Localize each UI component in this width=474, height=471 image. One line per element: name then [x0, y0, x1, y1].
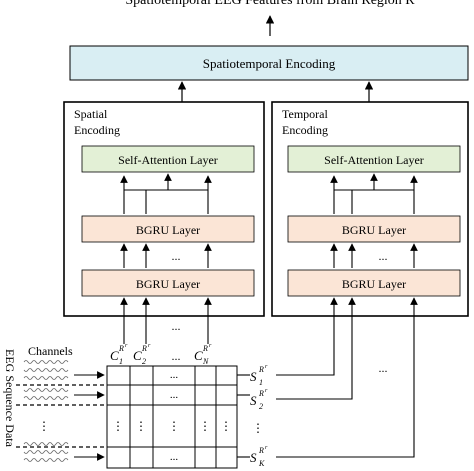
row-label-1-sub: 1: [259, 378, 263, 387]
temporal-bgru-dots: ...: [379, 249, 388, 263]
spatial-bgru-upper-label: BGRU Layer: [136, 223, 200, 237]
eeg-wave-rowkb: [23, 450, 69, 454]
column-label-dots: ...: [172, 349, 181, 363]
spatial-self-attention-label: Self-Attention Layer: [118, 153, 218, 167]
spatial-encoding-module: Spatial Encoding Self-Attention Layer BG…: [63, 101, 265, 317]
matrix-vdots-4: ⋮: [199, 419, 211, 433]
column-label-n-sup: R: [202, 344, 208, 353]
matrix-rowk-dots: ...: [170, 451, 179, 463]
row-label-1-base: S: [250, 369, 257, 384]
spatial-bgru-upper: [81, 215, 255, 243]
input-matrix: [106, 365, 238, 469]
temporal-bgru-lower-label: BGRU Layer: [342, 277, 406, 291]
column-label-1-base: C: [110, 348, 119, 363]
eeg-wave-row1a: [23, 360, 69, 364]
temporal-self-attention-layer: [287, 145, 461, 173]
eeg-dashed-separators: [16, 384, 107, 448]
output-caption: Spatiotemporal EEG Features from Brain R…: [125, 0, 415, 8]
temporal-title-line1: Temporal: [282, 107, 328, 121]
temporal-encoding-module: Temporal Encoding Self-Attention Layer B…: [271, 101, 469, 317]
eeg-wave-rowkc: [23, 458, 69, 462]
row-label-1: S 1 R r: [250, 364, 268, 387]
temporal-bgru-lower: [287, 269, 461, 297]
matrix-row1-dots: ...: [170, 369, 179, 381]
column-label-2: C 2 R r: [133, 343, 151, 366]
row-label-2-sup: R: [258, 389, 264, 398]
row-label-vdots: ⋮: [252, 421, 264, 435]
channels-label: Channels: [28, 344, 73, 358]
row-label-2-supsup: r: [265, 388, 268, 394]
spatial-bgru-dots: ...: [172, 249, 181, 263]
temporal-encoding-frame: [271, 101, 469, 317]
row-label-k-base: S: [250, 450, 257, 465]
column-label-1-sub: 1: [119, 357, 123, 366]
eeg-wave-row1c: [23, 376, 69, 380]
row-label-2-sub: 2: [259, 402, 263, 411]
matrix-border: [106, 365, 238, 469]
eeg-wave-rowka: [23, 442, 69, 446]
spatial-title-line2: Encoding: [74, 123, 120, 137]
column-label-n-supsup: r: [209, 343, 212, 349]
column-label-1: C 1 R r: [110, 343, 128, 366]
eeg-wave-row1b: [23, 368, 69, 372]
row-label-2: S 2 R r: [250, 388, 268, 411]
column-label-2-base: C: [133, 348, 142, 363]
matrix-vdots-1: ⋮: [112, 419, 124, 433]
row-label-k: S K R r: [250, 445, 268, 468]
eeg-wave-row2b: [23, 396, 69, 400]
column-label-1-supsup: r: [125, 343, 128, 349]
channel-arrow-dots: ...: [172, 319, 181, 333]
matrix-vdots-3: ⋮: [168, 419, 180, 433]
row-label-1-supsup: r: [265, 364, 268, 370]
matrix-row2-dots: ...: [170, 389, 179, 401]
temporal-bgru-upper-label: BGRU Layer: [342, 223, 406, 237]
matrix-vdots-2: ⋮: [135, 419, 147, 433]
spatial-bgru-lower: [81, 269, 255, 297]
rowk-to-temporal-arrow: [276, 297, 418, 458]
row-label-1-sup: R: [258, 365, 264, 374]
column-label-1-sup: R: [118, 344, 124, 353]
spatial-bgru-lower-label: BGRU Layer: [136, 277, 200, 291]
eeg-sequence-label: EEG Sequence Data: [3, 349, 17, 448]
row-label-k-sup: R: [258, 446, 264, 455]
temporal-bgru-upper: [287, 215, 461, 243]
row2-to-temporal-arrow: [276, 297, 356, 400]
column-label-n: C N R r: [194, 343, 212, 366]
eeg-vdots: ⋮: [38, 419, 50, 433]
column-label-n-base: C: [194, 348, 203, 363]
column-label-2-sub: 2: [142, 357, 146, 366]
column-label-n-sub: N: [202, 357, 209, 366]
eeg-waveforms: [23, 360, 69, 462]
column-label-2-sup: R: [141, 344, 147, 353]
matrix-vdots-5: ⋮: [220, 419, 232, 433]
row1-to-temporal-arrow: [276, 297, 338, 376]
temporal-self-attention-label: Self-Attention Layer: [324, 153, 424, 167]
spatial-encoding-frame: [63, 101, 265, 317]
row-label-k-supsup: r: [265, 445, 268, 451]
eeg-wave-row2a: [23, 388, 69, 392]
spatiotemporal-encoding-label: Spatiotemporal Encoding: [203, 56, 336, 71]
column-label-2-supsup: r: [148, 343, 151, 349]
spatial-self-attention-layer: [81, 145, 255, 173]
spatial-title-line1: Spatial: [74, 107, 108, 121]
temporal-title-line2: Encoding: [282, 123, 328, 137]
row-label-2-base: S: [250, 393, 257, 408]
spatiotemporal-encoding-box: [69, 45, 469, 81]
temporal-input-dots: ...: [379, 361, 388, 375]
row-label-k-sub: K: [258, 459, 265, 468]
